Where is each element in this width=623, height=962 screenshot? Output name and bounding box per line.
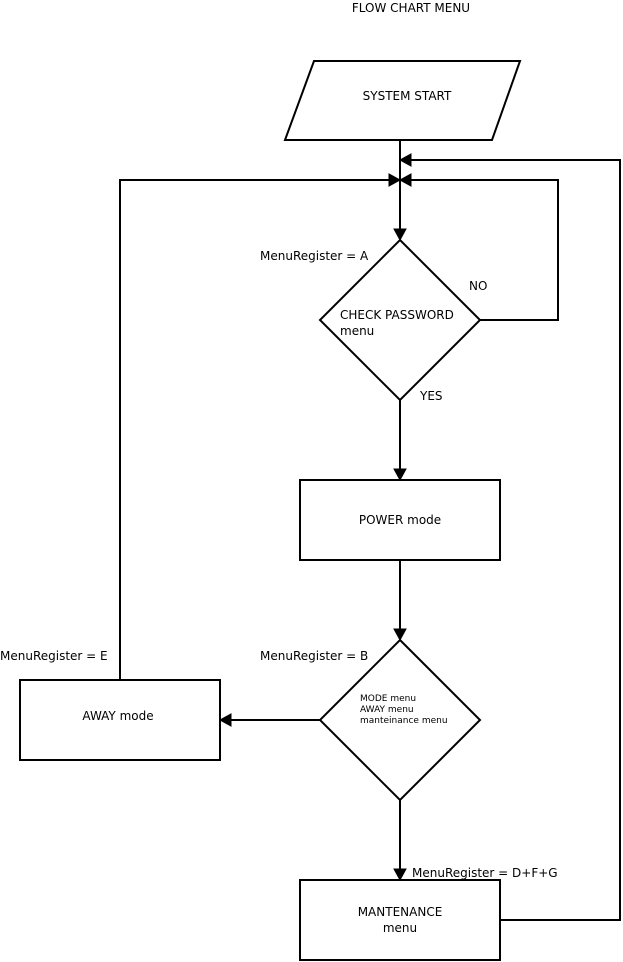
edge-label-no: NO [469, 279, 487, 293]
maintenance-label-line1: MANTENANCE [358, 905, 443, 919]
arrowhead [398, 173, 412, 187]
annotation-register-a: MenuRegister = A [260, 249, 369, 263]
node-check-password: CHECK PASSWORD menu [318, 238, 482, 402]
menu-select-shape [318, 638, 482, 802]
power-mode-label: POWER mode [359, 513, 441, 527]
edge-no-loop [408, 179, 559, 321]
arrowhead [398, 153, 412, 167]
menu-select-label-line1: MODE menu [360, 694, 416, 704]
arrowhead [218, 713, 232, 727]
arrowhead [393, 468, 407, 482]
arrowhead [393, 628, 407, 642]
menu-select-label-line3: manteinance menu [360, 716, 448, 726]
annotation-register-dfg: MenuRegister = D+F+G [412, 866, 558, 880]
system-start-label: SYSTEM START [363, 89, 452, 103]
away-mode-shape [19, 679, 221, 761]
connectors [119, 140, 621, 921]
edge-label-yes: YES [419, 389, 443, 403]
arrowhead [393, 228, 407, 242]
arrowhead [393, 868, 407, 882]
annotation-register-e: MenuRegister = E [0, 649, 108, 663]
away-mode-label: AWAY mode [82, 709, 153, 723]
menu-select-label-line2: AWAY menu [360, 705, 414, 715]
node-system-start: SYSTEM START [283, 60, 522, 141]
edge-away-to-junction [119, 179, 392, 680]
check-password-label-line2: menu [340, 324, 374, 338]
check-password-shape [318, 238, 482, 402]
node-away-mode: AWAY mode [19, 679, 221, 761]
annotation-register-b: MenuRegister = B [260, 649, 368, 663]
node-menu-select: MODE menu AWAY menu manteinance menu [318, 638, 482, 802]
maintenance-label-line2: menu [383, 921, 417, 935]
arrowhead [388, 173, 402, 187]
edge-maintenance-to-top [408, 159, 621, 921]
power-mode-shape [299, 479, 501, 561]
maintenance-shape [299, 879, 501, 961]
node-maintenance: MANTENANCE menu [299, 879, 501, 961]
system-start-shape [283, 60, 522, 141]
check-password-label-line1: CHECK PASSWORD [340, 308, 454, 322]
node-power-mode: POWER mode [299, 479, 501, 561]
diagram-title: FLOW CHART MENU [352, 1, 470, 15]
